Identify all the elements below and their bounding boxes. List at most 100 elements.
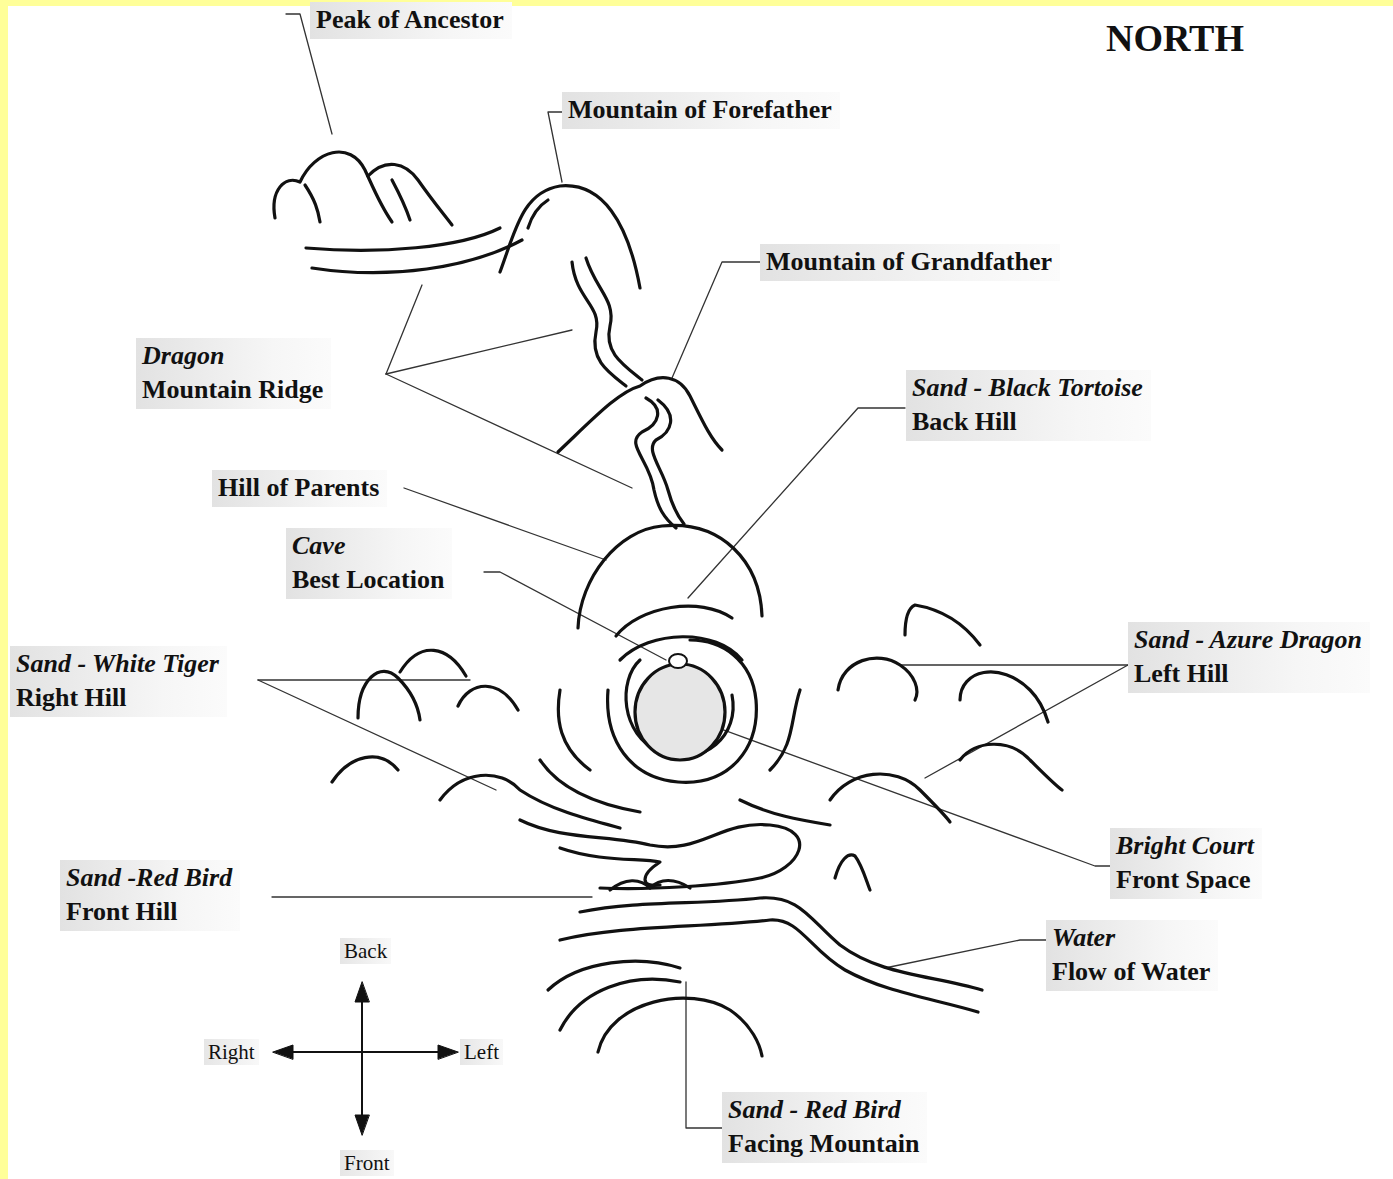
azure-dragon-hill [905,605,980,645]
white-tiger-hill [400,650,466,676]
compass-arrowhead [355,1115,369,1135]
compass-arrowhead [273,1045,293,1059]
leader-line [688,408,905,598]
cave-spot [669,654,687,668]
label-heading: Sand - Azure Dragon [1134,623,1362,657]
label-box: Sand -Red BirdFront Hill [60,860,240,931]
parents-hill [578,525,762,628]
label-text: Best Location [292,563,444,597]
azure-dragon-hill [960,672,1048,722]
grandfather-mountain [558,378,722,452]
ancestor-peak [274,152,392,222]
white-tiger-hill [440,775,620,828]
forefather-mountain [500,186,640,288]
label-layer: Peak of AncestorMountain of ForefatherMo… [8,6,1393,1179]
label-box: WaterFlow of Water [1046,920,1218,991]
cave-ring [608,640,757,782]
ancestor-peak [305,185,320,222]
dragon-ridge [652,400,684,524]
leader-line [885,940,1046,968]
leader-line [680,714,1110,866]
compass-label: Back [340,938,391,964]
label-box: Mountain of Grandfather [760,244,1060,281]
label-box: Sand - Red BirdFacing Mountain [722,1092,927,1163]
leader-line [272,896,592,897]
label-text: Back Hill [912,405,1143,439]
label-heading: Bright Court [1116,829,1254,863]
label-box: Sand - Azure DragonLeft Hill [1128,622,1370,693]
label-box: DragonMountain Ridge [136,338,331,409]
white-tiger-hill [540,760,640,812]
label-heading: Mountain of Forefather [568,93,832,127]
red-bird-hill [835,855,870,890]
water-flow [560,848,660,885]
leader-line [672,262,760,378]
label-box: Sand - Black TortoiseBack Hill [906,370,1151,441]
label-text: Left Hill [1134,657,1362,691]
label-heading: Sand - Red Bird [728,1093,919,1127]
compass-label: Front [340,1150,394,1176]
label-heading: Peak of Ancestor [316,3,504,37]
dragon-ridge [586,258,642,380]
facing-mountain [598,998,762,1056]
white-tiger-hill [458,686,518,710]
compass-axis [361,1000,363,1118]
label-heading: Sand -Red Bird [66,861,232,895]
label-heading: Sand - Black Tortoise [912,371,1143,405]
leader-line [386,374,632,488]
label-box: Sand - White TigerRight Hill [10,646,227,717]
leader-line [548,112,562,182]
label-heading: Cave [292,529,444,563]
leader-line [258,679,470,680]
label-heading: Mountain of Grandfather [766,245,1052,279]
white-tiger-hill [358,671,420,720]
label-heading: Water [1052,921,1210,955]
white-tiger-hill [332,757,398,782]
feng-shui-illustration [8,6,1393,1179]
label-text: Facing Mountain [728,1127,919,1161]
compass-arrowhead [355,982,369,1002]
label-text: Right Hill [16,681,219,715]
water-flow [560,920,978,1012]
leader-line [258,680,496,790]
compass-arrowhead [438,1045,458,1059]
label-text: Mountain Ridge [142,373,323,407]
compass-label: Right [204,1039,259,1065]
water-flow [520,820,800,889]
label-text: Flow of Water [1052,955,1210,989]
leader-line [900,664,1128,665]
label-heading: Hill of Parents [218,471,379,505]
leader-line [925,665,1128,778]
azure-dragon-hill [960,744,1062,790]
label-heading: Sand - White Tiger [16,647,219,681]
dragon-ridge [572,262,626,386]
ancestor-peak [368,164,452,225]
label-box: CaveBest Location [286,528,452,599]
black-tortoise-hill [616,606,732,636]
azure-dragon-hill [838,658,917,700]
label-box: Hill of Parents [212,470,387,507]
azure-dragon-hill [830,774,950,822]
dragon-ridge [306,228,500,250]
label-text: Front Hill [66,895,232,929]
red-bird-hill [610,881,690,891]
leader-line [386,330,572,374]
bright-court-area [635,664,725,760]
label-box: Mountain of Forefather [562,92,840,129]
azure-dragon-hill [740,800,830,825]
white-tiger-hill [558,690,590,770]
dragon-ridge [312,240,522,273]
forefather-mountain [528,200,548,228]
label-text: Front Space [1116,863,1254,897]
label-box: Bright CourtFront Space [1110,828,1262,899]
azure-dragon-hill [770,690,800,770]
compass-label: Left [460,1039,503,1065]
label-box: Peak of Ancestor [310,2,512,39]
compass-axis [290,1051,448,1053]
ancestor-peak [392,180,410,220]
leader-line [386,285,422,374]
water-flow [580,898,982,990]
north-label: NORTH [1106,16,1244,60]
label-heading: Dragon [142,339,323,373]
facing-mountain [560,979,680,1030]
